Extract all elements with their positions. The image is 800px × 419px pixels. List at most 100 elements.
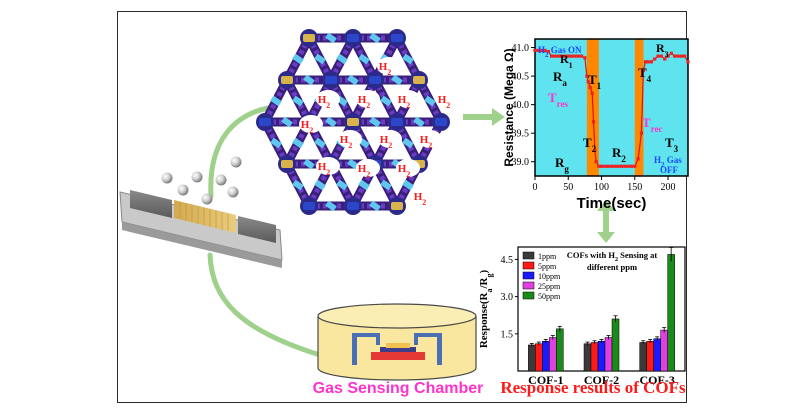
y-tick-label: 40.5	[512, 72, 530, 83]
pore-h2-label: H2	[398, 163, 411, 179]
bar-chart-title-line2: different ppm	[587, 262, 637, 272]
gas-off-label: H2 Gas	[654, 155, 682, 169]
pore	[412, 187, 436, 205]
framework-ring	[336, 179, 348, 191]
resistance-point	[656, 54, 660, 58]
resistance-point	[653, 57, 657, 61]
arc-chip-to-chamber	[207, 252, 323, 358]
resistance-point	[560, 54, 564, 58]
pore-h2-label: H2	[301, 119, 314, 135]
resistance-point	[576, 54, 580, 58]
chamber-lid	[317, 303, 477, 329]
resistance-point	[569, 54, 574, 58]
framework-ring	[391, 74, 403, 86]
r3-label: R3	[656, 41, 669, 59]
resistance-point	[536, 48, 540, 53]
resistance-point	[679, 54, 683, 58]
framework-ring	[292, 179, 304, 191]
heater-plate	[371, 352, 425, 360]
category-label: COF-1	[528, 373, 563, 387]
pore-h2-label: H2	[420, 134, 433, 150]
pore	[338, 130, 362, 148]
resistance-point	[579, 54, 584, 58]
resistance-point	[593, 148, 597, 152]
legend-label: 10ppm	[538, 272, 561, 281]
t2-label: T2	[583, 135, 597, 154]
framework-ring	[402, 137, 414, 149]
bar	[660, 329, 668, 372]
t1-label: T1	[588, 72, 602, 91]
resistance-point	[643, 60, 648, 64]
framework-ring	[358, 179, 370, 191]
gas-off-label-line2: OFF	[660, 165, 678, 175]
resistance-point	[649, 60, 654, 64]
resistance-point	[629, 164, 634, 168]
x-tick-label: 50	[563, 182, 573, 193]
framework-ring	[314, 53, 326, 65]
plot-frame	[534, 38, 689, 177]
bar	[556, 328, 564, 372]
pore	[316, 157, 340, 175]
legend-label: 5ppm	[538, 262, 557, 271]
framework-ring	[347, 74, 359, 86]
category-label: COF-2	[584, 373, 619, 387]
chamber-caption: Gas Sensing Chamber	[313, 380, 484, 397]
y-axis-label: Resistance (Mega Ω)	[502, 48, 516, 166]
sensing-film	[174, 200, 236, 233]
resistance-point	[556, 54, 560, 58]
trec-label: Trec	[642, 115, 663, 134]
x-axis-label: Time(sec)	[577, 195, 647, 212]
legend-swatch	[522, 281, 535, 290]
arrow-chart-to-bars	[597, 200, 615, 243]
gas-molecule	[227, 186, 239, 198]
y-tick-label: 41.0	[512, 43, 530, 54]
framework-ring	[413, 116, 425, 128]
resistance-point	[666, 54, 670, 58]
resistance-point	[636, 157, 640, 161]
resistance-point	[626, 164, 630, 168]
r1-label: R1	[560, 52, 573, 70]
framework-ring	[270, 95, 282, 107]
framework-ring	[292, 53, 304, 65]
resistance-point	[597, 164, 601, 168]
resistance-point	[669, 51, 673, 55]
pore	[356, 159, 380, 177]
resistance-point	[590, 91, 594, 95]
gas-molecule	[201, 193, 213, 205]
bar	[597, 340, 606, 372]
bar	[542, 340, 550, 372]
gas-molecule	[215, 174, 227, 186]
resistance-line	[535, 49, 689, 167]
bar-chart-title: COFs with H2 Sensing at	[567, 250, 658, 263]
framework-node-core	[391, 34, 403, 42]
resistance-point	[683, 54, 687, 58]
pore	[378, 130, 402, 148]
pore-h2-label: H2	[358, 94, 371, 110]
framework-ring	[325, 200, 337, 212]
framework-node-core	[303, 34, 315, 42]
resistance-point	[619, 164, 624, 168]
framework-node-core	[347, 118, 359, 126]
resistance-point	[583, 56, 587, 60]
framework-node-core	[303, 202, 315, 210]
framework-ring	[369, 32, 381, 44]
pore	[356, 90, 380, 108]
bar	[583, 343, 592, 372]
framework-ring	[369, 116, 381, 128]
resistance-point	[603, 164, 607, 168]
legend-swatch	[522, 251, 535, 260]
electrode-pad-left	[130, 190, 172, 218]
y-tick-label: 39.0	[512, 157, 530, 168]
resistance-point	[686, 60, 690, 64]
resistance-point	[573, 54, 577, 58]
bar	[611, 318, 620, 372]
framework-ring	[303, 74, 315, 86]
resistance-point	[591, 120, 596, 124]
y-tick-label: 39.5	[512, 129, 530, 140]
resistance-point	[594, 160, 598, 164]
legend-label: 50ppm	[538, 292, 561, 301]
